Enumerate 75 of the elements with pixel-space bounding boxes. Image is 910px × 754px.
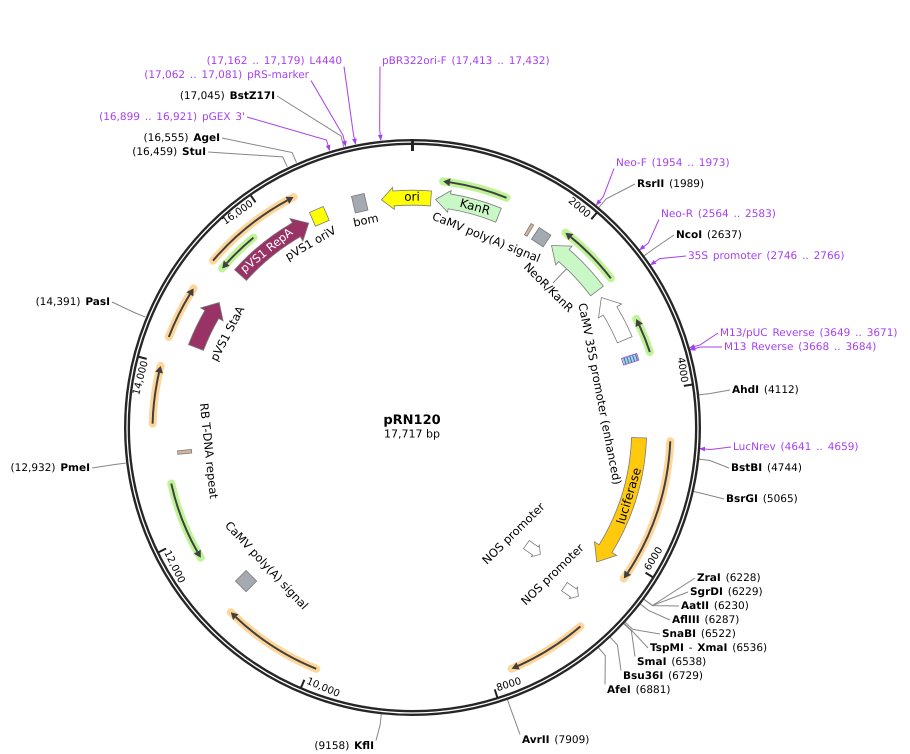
leader-line <box>688 332 718 349</box>
leader-line <box>506 698 520 735</box>
site-label: AhdI (4112) <box>732 384 799 396</box>
site-label: BsrGI (5065) <box>726 492 798 506</box>
leader-line <box>344 66 357 145</box>
site-label: TspMI - XmaI (6536) <box>650 642 768 654</box>
leader-line <box>112 302 146 318</box>
leader-line <box>698 390 730 396</box>
leader-line <box>623 622 648 648</box>
feature-name: ori <box>404 190 420 205</box>
leader-line <box>310 80 347 147</box>
site-label: AvrII (7909) <box>522 734 590 746</box>
feature-block <box>380 186 433 211</box>
feature-bar <box>522 222 536 238</box>
site-label: BstBI (4744) <box>731 462 802 474</box>
plasmid-name: pRN120 <box>383 413 441 429</box>
scale-label: 14,000 <box>131 360 151 396</box>
leader-line <box>622 622 636 657</box>
leader-line <box>609 636 622 671</box>
site-label: LucNrev (4641 .. 4659) <box>733 440 859 454</box>
site-label: (14,391) PasI <box>36 296 110 308</box>
leader-line <box>596 168 614 206</box>
site-label: (17,045) BstZ17I <box>180 90 275 102</box>
feature-label: bom <box>352 212 380 230</box>
leader-line <box>378 66 383 141</box>
leader-line <box>643 598 680 606</box>
leader-line <box>276 96 344 148</box>
site-label: Neo-R (2564 .. 2583) <box>661 208 776 220</box>
scale-label: 8000 <box>495 676 523 694</box>
feature-bar <box>176 448 194 456</box>
leader-line <box>698 458 730 468</box>
site-label: Neo-F (1954 .. 1973) <box>616 156 730 170</box>
leader-line <box>692 490 724 500</box>
site-label: SmaI (6538) <box>637 656 706 668</box>
site-label: (17,162 .. 17,179) L4440 <box>206 54 342 68</box>
leader-line <box>644 234 674 256</box>
site-label: (16,899 .. 16,921) pGEX 3' <box>99 110 245 124</box>
leader-line <box>598 646 606 685</box>
feature-name: KanR <box>458 196 492 218</box>
leader-line <box>624 621 660 634</box>
site-label: AfeI (6881) <box>607 684 670 696</box>
leader-line <box>552 268 567 284</box>
leader-line <box>376 713 382 741</box>
site-label: (16,459) StuI <box>132 146 206 158</box>
leader-line <box>639 219 660 250</box>
site-label: (12,932) PmeI <box>10 462 90 474</box>
site-label: RsrII (1989) <box>637 178 704 190</box>
scale-label: 4000 <box>674 356 689 384</box>
site-label: (17,062 .. 17,081) pRS-marker <box>144 68 309 82</box>
site-label: SnaBI (6522) <box>662 628 736 640</box>
feature-block <box>596 296 634 344</box>
site-label: SgrDI (6229) <box>690 586 763 598</box>
leader-line <box>246 116 330 152</box>
leader-line <box>689 346 722 351</box>
leader-line <box>92 462 126 468</box>
leader-line <box>222 138 297 164</box>
leader-line <box>699 446 732 452</box>
site-label: 35S promoter (2746 .. 2766) <box>688 250 844 262</box>
site-label: Bsu36I (6729) <box>623 670 704 682</box>
feature-label: RB T-DNA repeat <box>196 402 220 500</box>
site-label: M13/pUC Reverse (3649 .. 3671) <box>720 326 898 340</box>
plasmid-size: 17,717 bp <box>384 427 440 441</box>
leader-line <box>650 256 686 266</box>
site-label: AatII (6230) <box>681 600 749 612</box>
site-label: pBR322ori-F (17,413 .. 17,432) <box>382 54 550 68</box>
site-label: M13 Reverse (3668 .. 3684) <box>724 340 876 354</box>
site-label: NcoI (2637) <box>676 228 742 242</box>
leader-line <box>598 184 636 208</box>
site-label: (9158) KflI <box>314 740 374 752</box>
leader-line <box>208 152 288 168</box>
leader-line <box>639 603 670 620</box>
site-label: AflIII (6287) <box>672 614 740 626</box>
site-label: (16,555) AgeI <box>144 132 220 144</box>
feature-label: pVS1 StaA <box>208 304 248 364</box>
site-label: ZraI (6228) <box>697 572 761 584</box>
